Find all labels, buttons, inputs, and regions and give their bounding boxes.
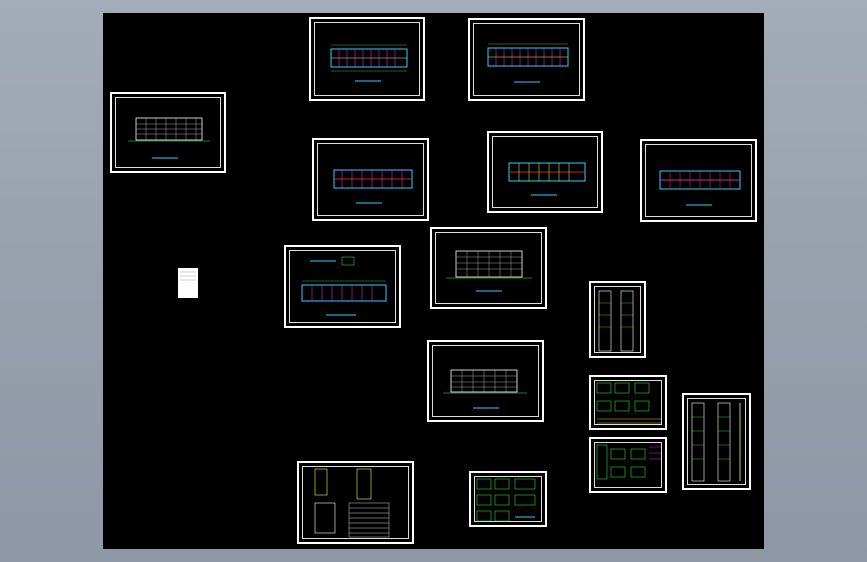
drawing-sheet-floor-plan-4[interactable]: [487, 131, 603, 213]
drawing-sheet-details-1[interactable]: [589, 375, 667, 430]
drawing-sheet-floor-plan-2[interactable]: [468, 18, 585, 101]
elevation-drawing: [446, 250, 532, 292]
sheet-border: [314, 22, 420, 96]
drawing-sheet-floor-plan-3[interactable]: [312, 138, 429, 221]
floor-plan-drawing: [330, 44, 408, 82]
drawing-sheet-details-2[interactable]: [589, 437, 667, 493]
sheet-border: [594, 380, 662, 425]
drawing-sheet-section-table[interactable]: [297, 461, 414, 544]
drawing-sheet-elevation-1[interactable]: [110, 92, 226, 173]
sheet-border: [474, 476, 542, 522]
sheet-border: [302, 466, 409, 539]
details-drawing: [596, 444, 661, 480]
floor-plan-drawing: [487, 43, 569, 83]
sheet-border: [594, 442, 662, 488]
sheet-border: [435, 232, 542, 304]
section-drawing: [598, 290, 634, 352]
elevation-drawing: [443, 369, 527, 409]
sheet-border: [492, 136, 598, 208]
drawing-sheet-details-3[interactable]: [469, 471, 547, 527]
drawing-sheet-floor-plan-5[interactable]: [640, 139, 757, 222]
sheet-border: [473, 23, 580, 96]
details-drawing: [596, 382, 661, 424]
legend-lines: [180, 271, 196, 281]
sheet-border: [432, 345, 539, 417]
drawing-sheet-elevation-2[interactable]: [430, 227, 547, 309]
sheet-border: [317, 143, 424, 216]
section-drawing: [691, 402, 741, 482]
floor-plan-drawing: [508, 162, 586, 196]
section-table-drawing: [314, 468, 390, 538]
legend-box[interactable]: [178, 268, 198, 298]
drawing-sheet-section-2[interactable]: [682, 393, 751, 490]
floor-plan-drawing: [333, 169, 413, 204]
drawing-sheet-section-1[interactable]: [589, 281, 646, 358]
drawing-sheet-plan-detail[interactable]: [284, 245, 401, 328]
plan-detail-drawing: [301, 256, 387, 316]
details-drawing: [476, 478, 536, 522]
sheet-border: [594, 286, 641, 353]
sheet-border: [115, 97, 221, 168]
sheet-border: [645, 144, 752, 217]
floor-plan-drawing: [659, 170, 741, 206]
elevation-drawing: [128, 117, 210, 159]
drawing-sheet-elevation-3[interactable]: [427, 340, 544, 422]
drawing-sheet-floor-plan-1[interactable]: [309, 17, 425, 101]
cad-model-space[interactable]: [103, 13, 764, 549]
sheet-border: [289, 250, 396, 323]
sheet-border: [687, 398, 746, 485]
